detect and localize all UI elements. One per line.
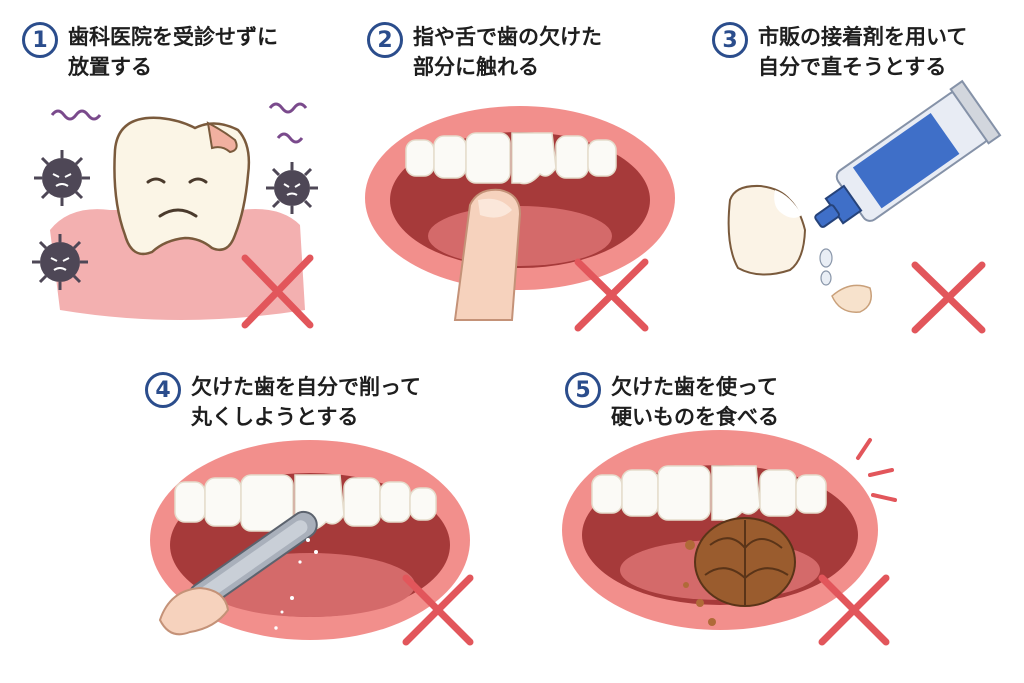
upper-teeth bbox=[174, 474, 437, 532]
cross-mark-icon bbox=[241, 254, 314, 329]
gum-shape bbox=[50, 209, 305, 320]
glue-drop-icon bbox=[819, 248, 833, 268]
item-5-caption: 欠けた歯を使って 硬いものを食べる bbox=[611, 372, 779, 432]
item-4-header: 4 欠けた歯を自分で削って 丸くしようとする bbox=[145, 372, 421, 432]
item-4-caption: 欠けた歯を自分で削って 丸くしようとする bbox=[191, 372, 421, 432]
item-2-number-badge: 2 bbox=[367, 22, 403, 58]
item-2-caption: 指や舌で歯の欠けた 部分に触れる bbox=[413, 22, 602, 82]
impact-lines-icon bbox=[856, 438, 897, 502]
bacteria-icon bbox=[32, 234, 88, 290]
item-5-header: 5 欠けた歯を使って 硬いものを食べる bbox=[565, 372, 779, 432]
bacteria-icon bbox=[34, 150, 90, 206]
item-2-header: 2 指や舌で歯の欠けた 部分に触れる bbox=[367, 22, 602, 82]
walnut-crumbs bbox=[683, 540, 716, 626]
item-5-caption-line2: 硬いものを食べる bbox=[611, 405, 779, 429]
item-1-number-badge: 1 bbox=[22, 22, 58, 58]
cross-mark-icon bbox=[911, 261, 986, 334]
upper-teeth bbox=[405, 132, 617, 185]
cross-mark-icon bbox=[574, 258, 649, 332]
item-2-caption-line1: 指や舌で歯の欠けた bbox=[413, 25, 602, 49]
chipped-tooth-icon bbox=[113, 116, 251, 256]
item-4-caption-line2: 丸くしようとする bbox=[191, 405, 359, 429]
dust-particles bbox=[274, 538, 318, 630]
cross-mark-icon bbox=[818, 574, 890, 646]
bacteria-icon bbox=[266, 162, 318, 214]
cross-mark-icon bbox=[402, 574, 474, 646]
chip-piece-icon bbox=[831, 284, 872, 313]
item-3-header: 3 市販の接着剤を用いて 自分で直そうとする bbox=[712, 22, 967, 82]
upper-teeth bbox=[591, 465, 827, 522]
nail-file-icon bbox=[188, 510, 318, 611]
item-2-caption-line2: 部分に触れる bbox=[413, 55, 539, 79]
item-3-caption-line1: 市販の接着剤を用いて bbox=[758, 25, 968, 49]
item-1-caption-line2: 放置する bbox=[68, 55, 152, 79]
item-4-number-badge: 4 bbox=[145, 372, 181, 408]
item-1-header: 1 歯科医院を受診せずに 放置する bbox=[22, 22, 278, 82]
item-3-caption-line2: 自分で直そうとする bbox=[758, 55, 947, 79]
item-3-number-badge: 3 bbox=[712, 22, 748, 58]
item-1-caption: 歯科医院を受診せずに 放置する bbox=[68, 22, 278, 82]
item-4-caption-line1: 欠けた歯を自分で削って bbox=[191, 375, 421, 399]
glue-tube-icon bbox=[814, 79, 1002, 228]
item-1-caption-line1: 歯科医院を受診せずに bbox=[68, 25, 278, 49]
finger-icon bbox=[453, 188, 522, 321]
fingers-icon bbox=[158, 586, 230, 636]
walnut-icon bbox=[694, 517, 796, 607]
item-3-caption: 市販の接着剤を用いて 自分で直そうとする bbox=[758, 22, 967, 82]
item-5-caption-line1: 欠けた歯を使って bbox=[611, 375, 778, 399]
item-5-number-badge: 5 bbox=[565, 372, 601, 408]
